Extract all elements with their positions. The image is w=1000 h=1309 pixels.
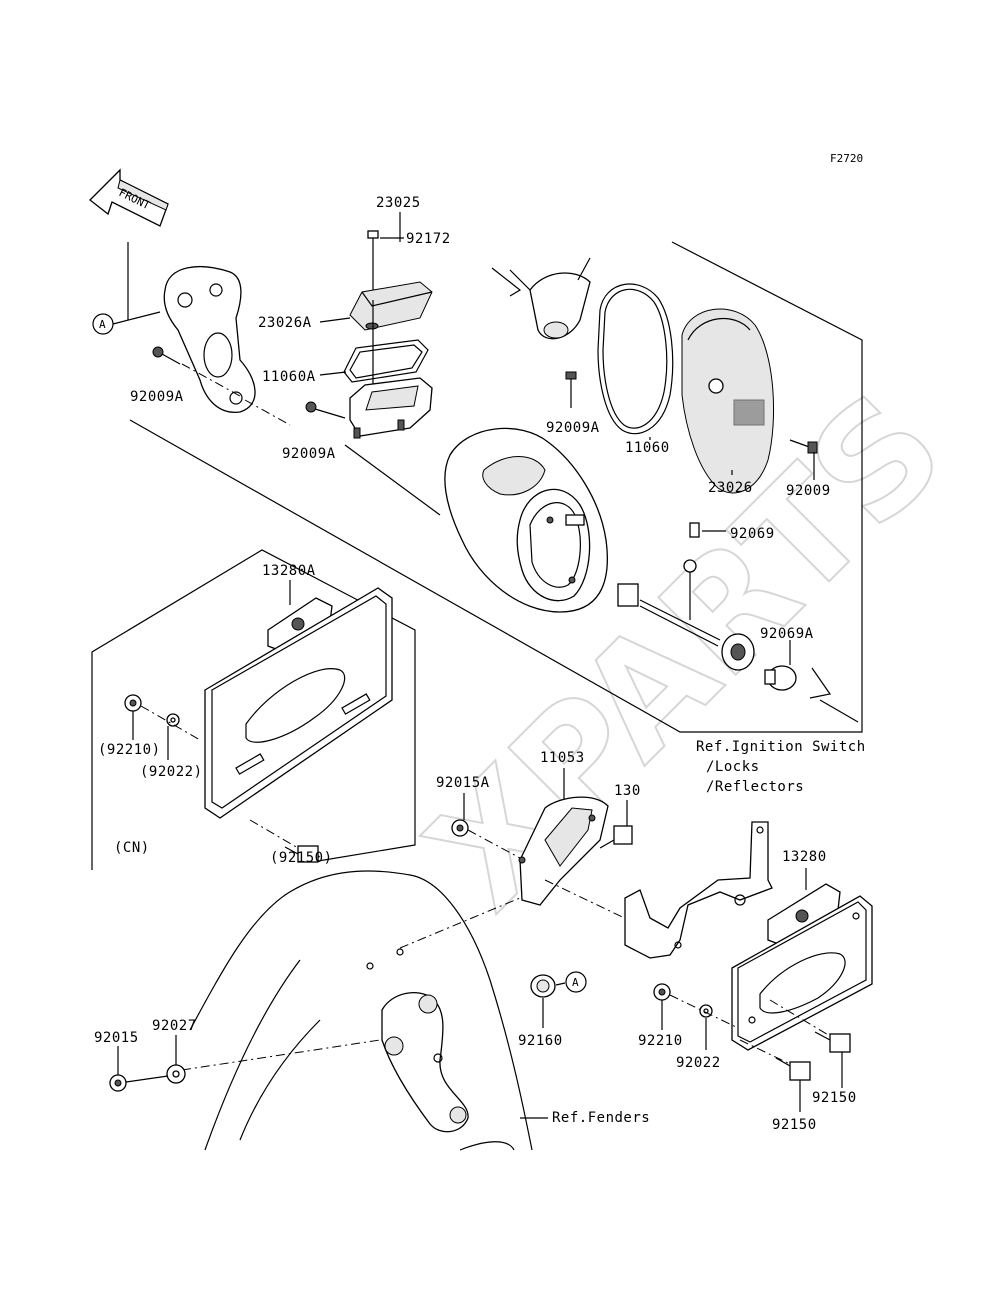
leader-line (112, 311, 161, 325)
bulb-icon (764, 665, 797, 691)
part-label-92009A-right: 92009A (546, 420, 600, 436)
arrow-marker (491, 267, 522, 297)
part-label-92009: 92009 (786, 483, 831, 499)
leader-line (319, 317, 351, 323)
ref-reflectors[interactable]: /Reflectors (706, 779, 804, 795)
bolt-icon (775, 1057, 811, 1081)
bolt-icon (152, 346, 181, 365)
bolt-icon (305, 401, 346, 419)
nut-icon (124, 694, 142, 712)
part-label-92210: 92210 (638, 1033, 683, 1049)
leader-line (344, 444, 441, 516)
dash-line (249, 819, 299, 849)
nut-icon (451, 819, 469, 837)
part-label-92150-paren: (92150) (270, 850, 333, 866)
bolt-icon (599, 825, 633, 849)
dash-line (544, 879, 661, 936)
dash-line (181, 363, 241, 397)
part-label-92009A-mid: 92009A (282, 446, 336, 462)
front-arrow-icon: FRONT (89, 168, 169, 227)
license-plate-holder-icon (731, 883, 873, 1051)
part-label-92069: 92069 (730, 526, 775, 542)
leader-line (125, 1075, 169, 1083)
tail-lamp-lens-icon (681, 308, 775, 494)
bolt-icon (284, 845, 319, 863)
leader-line (319, 371, 347, 376)
cn-variant-label: (CN) (114, 840, 150, 856)
wiring-harness-icon (617, 559, 755, 671)
part-label-92172: 92172 (406, 231, 451, 247)
part-label-92160: 92160 (518, 1033, 563, 1049)
figure-code: F2720 (830, 152, 863, 165)
tail-lamp-housing-icon (444, 427, 608, 613)
part-label-92027: 92027 (152, 1018, 197, 1034)
license-lamp-bracket-icon (518, 796, 609, 906)
dash-line (769, 999, 831, 1037)
dash-line (181, 1039, 381, 1071)
part-label-23026A: 23026A (258, 315, 312, 331)
license-plate-bracket-icon (624, 821, 773, 959)
leader-line (555, 982, 566, 986)
part-label-92015A: 92015A (436, 775, 490, 791)
arrow-marker (809, 667, 832, 699)
part-label-92150-b: 92150 (772, 1117, 817, 1133)
part-label-92022: 92022 (676, 1055, 721, 1071)
leader-line (819, 699, 859, 723)
nut-icon (109, 1074, 127, 1092)
nut-icon (653, 983, 671, 1001)
lamp-mount-bracket-icon (509, 257, 591, 340)
part-label-92009A-left: 92009A (130, 389, 184, 405)
callout-a-top: A (92, 313, 114, 335)
dash-line (244, 399, 291, 426)
part-label-13280A: 13280A (262, 563, 316, 579)
assembly-frame-line (129, 241, 863, 733)
cn-variant-frame (91, 549, 416, 870)
part-label-23026: 23026 (708, 480, 753, 496)
part-label-13280: 13280 (782, 849, 827, 865)
bolt-icon (814, 1031, 851, 1053)
svg-text:A: A (572, 976, 579, 989)
lamp-housing-icon (349, 377, 433, 439)
lamp-lens-cover-icon (349, 281, 433, 331)
bulb-icon (689, 522, 700, 538)
part-label-23025: 23025 (376, 195, 421, 211)
part-label-92015: 92015 (94, 1030, 139, 1046)
part-label-92022-paren: (92022) (140, 764, 203, 780)
screw-icon (565, 371, 577, 408)
lens-gasket-icon (597, 283, 674, 435)
washer-icon (166, 713, 180, 727)
dash-line (739, 1039, 791, 1065)
screw-icon (789, 439, 818, 454)
svg-text:A: A (99, 318, 106, 331)
washer-icon (699, 1004, 713, 1018)
ref-fenders[interactable]: Ref.Fenders (552, 1110, 650, 1126)
ref-ignition-switch[interactable]: Ref.Ignition Switch (696, 739, 866, 755)
gasket-icon (343, 339, 429, 383)
part-label-11060: 11060 (625, 440, 670, 456)
dash-line (399, 897, 521, 949)
callout-a-bottom: A (565, 971, 587, 993)
part-label-92210-paren: (92210) (98, 742, 161, 758)
grommet-icon (530, 974, 556, 998)
part-label-92150-a: 92150 (812, 1090, 857, 1106)
license-plate-bracket-cn-icon (204, 587, 393, 819)
part-label-130: 130 (614, 783, 641, 799)
part-label-11053: 11053 (540, 750, 585, 766)
tail-lamp-bracket-icon (163, 266, 256, 413)
washer-icon (166, 1064, 186, 1084)
part-label-92069A: 92069A (760, 626, 814, 642)
ref-locks[interactable]: /Locks (706, 759, 760, 775)
dash-line (669, 994, 739, 1029)
rear-fender-icon (189, 870, 533, 1151)
part-label-11060A: 11060A (262, 369, 316, 385)
